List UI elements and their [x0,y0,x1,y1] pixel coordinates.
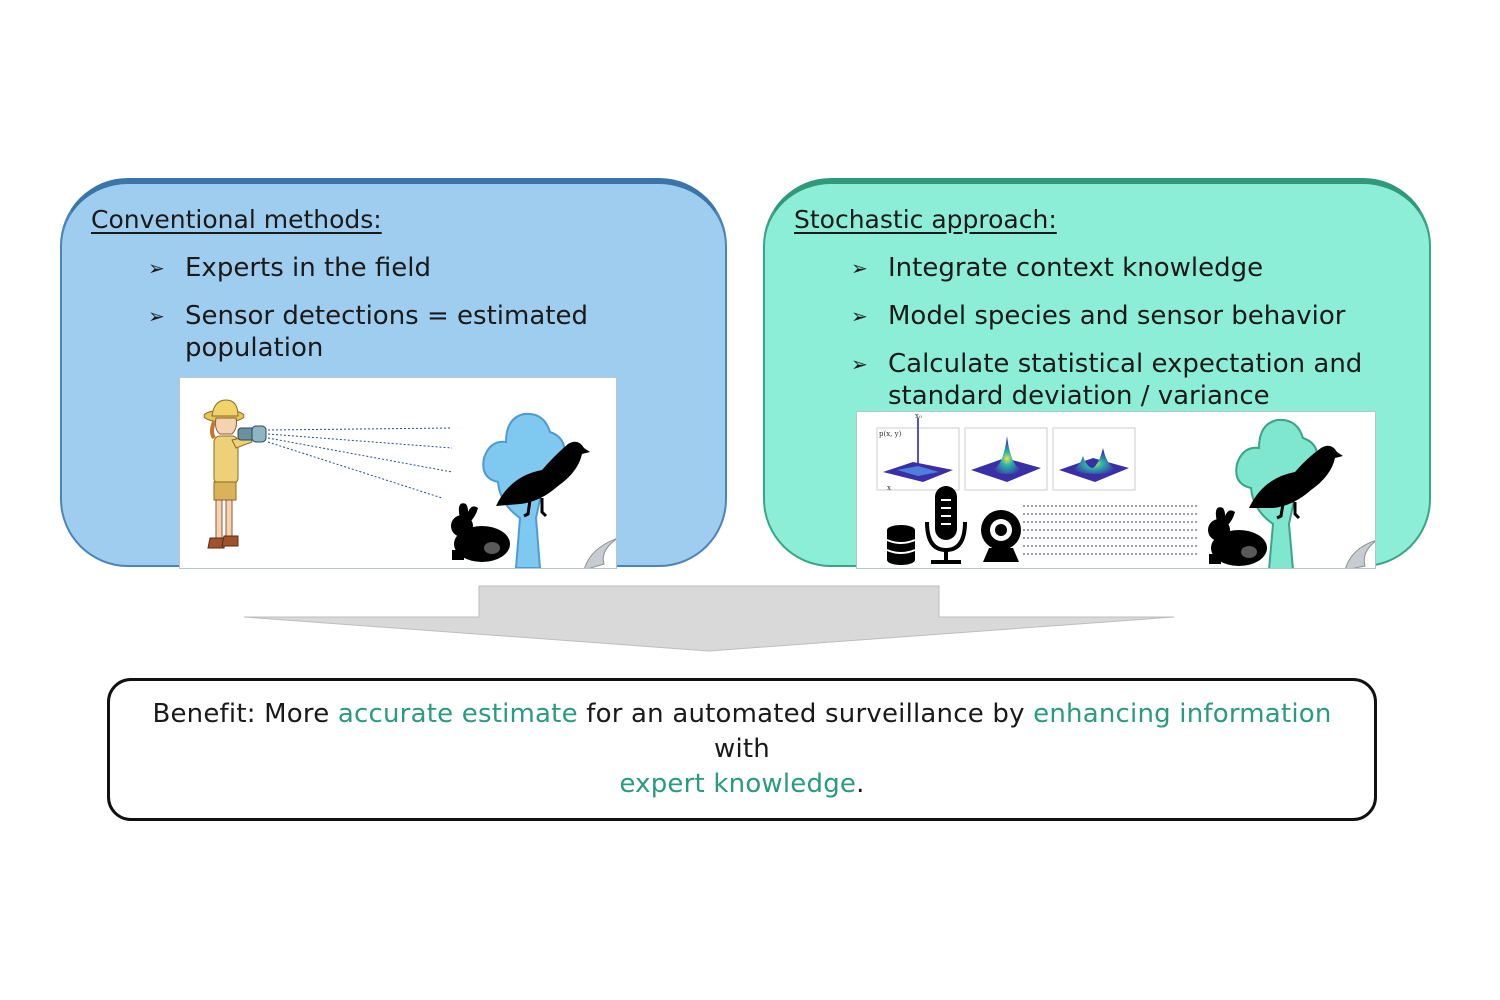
benefit-suffix: with [714,734,770,764]
microphone-icon [925,486,967,564]
rabbit-icon [451,503,510,562]
benefit-highlight-expert-knowledge: expert knowledge [619,769,857,799]
bullet-arrow-icon: ➢ [851,304,868,328]
plot-y-label: p(x, y) [879,430,902,438]
benefit-statement: Benefit: More accurate estimate for an a… [110,697,1374,802]
field-observation-illustration [179,377,617,569]
database-icon [886,525,916,565]
bullet-item: ➢ Experts in the field [148,252,618,284]
stochastic-approach-panel: Stochastic approach: ➢ Integrate context … [763,178,1431,569]
bullet-arrow-icon: ➢ [148,304,165,328]
bullet-item: ➢ Model species and sensor behavior [851,300,1371,332]
bird-icon [496,441,590,518]
distribution-plot-1: p(x, y) x₀ x [876,412,960,492]
webcam-icon [981,510,1021,562]
bullet-text: Experts in the field [185,253,432,283]
page-curl-icon [584,538,616,568]
stochastic-approach-title: Stochastic approach: [794,205,1057,234]
bullet-arrow-icon: ➢ [851,352,868,376]
binoculars-icon [237,425,267,443]
benefit-end: . [856,769,865,799]
page-curl-icon [1345,540,1375,568]
bullet-item: ➢ Sensor detections = estimated populatio… [148,300,618,364]
benefit-box: Benefit: More accurate estimate for an a… [107,678,1377,821]
conventional-methods-list: ➢ Experts in the field ➢ Sensor detections… [148,252,618,380]
bullet-text: Calculate statistical expectation and st… [888,349,1363,411]
conventional-methods-panel: Conventional methods: ➢ Experts in the fi… [60,178,727,569]
plot-peak-label: x₀ [915,412,922,420]
benefit-middle: for an automated surveillance by [577,699,1034,729]
stochastic-approach-list: ➢ Integrate context knowledge ➢ Model spec… [851,252,1371,428]
benefit-highlight-enhancing-information: enhancing information [1033,699,1332,729]
bird-icon [1249,445,1343,520]
bullet-item: ➢ Calculate statistical expectation and s… [851,348,1371,412]
bullet-text: Sensor detections = estimated population [185,301,588,363]
benefit-prefix: Benefit: More [152,699,338,729]
distribution-plot-2 [964,427,1048,491]
bullet-text: Integrate context knowledge [888,253,1264,283]
bullet-arrow-icon: ➢ [851,256,868,280]
bullet-arrow-icon: ➢ [148,256,165,280]
distribution-plot-3 [1052,427,1136,491]
bullet-text: Model species and sensor behavior [888,301,1346,331]
bullet-item: ➢ Integrate context knowledge [851,252,1371,284]
stochastic-model-illustration: p(x, y) x₀ x [856,411,1376,569]
conventional-methods-title: Conventional methods: [91,205,382,234]
benefit-highlight-accurate-estimate: accurate estimate [337,699,578,729]
rabbit-icon [1208,507,1267,566]
plot-x-label: x [887,484,891,492]
